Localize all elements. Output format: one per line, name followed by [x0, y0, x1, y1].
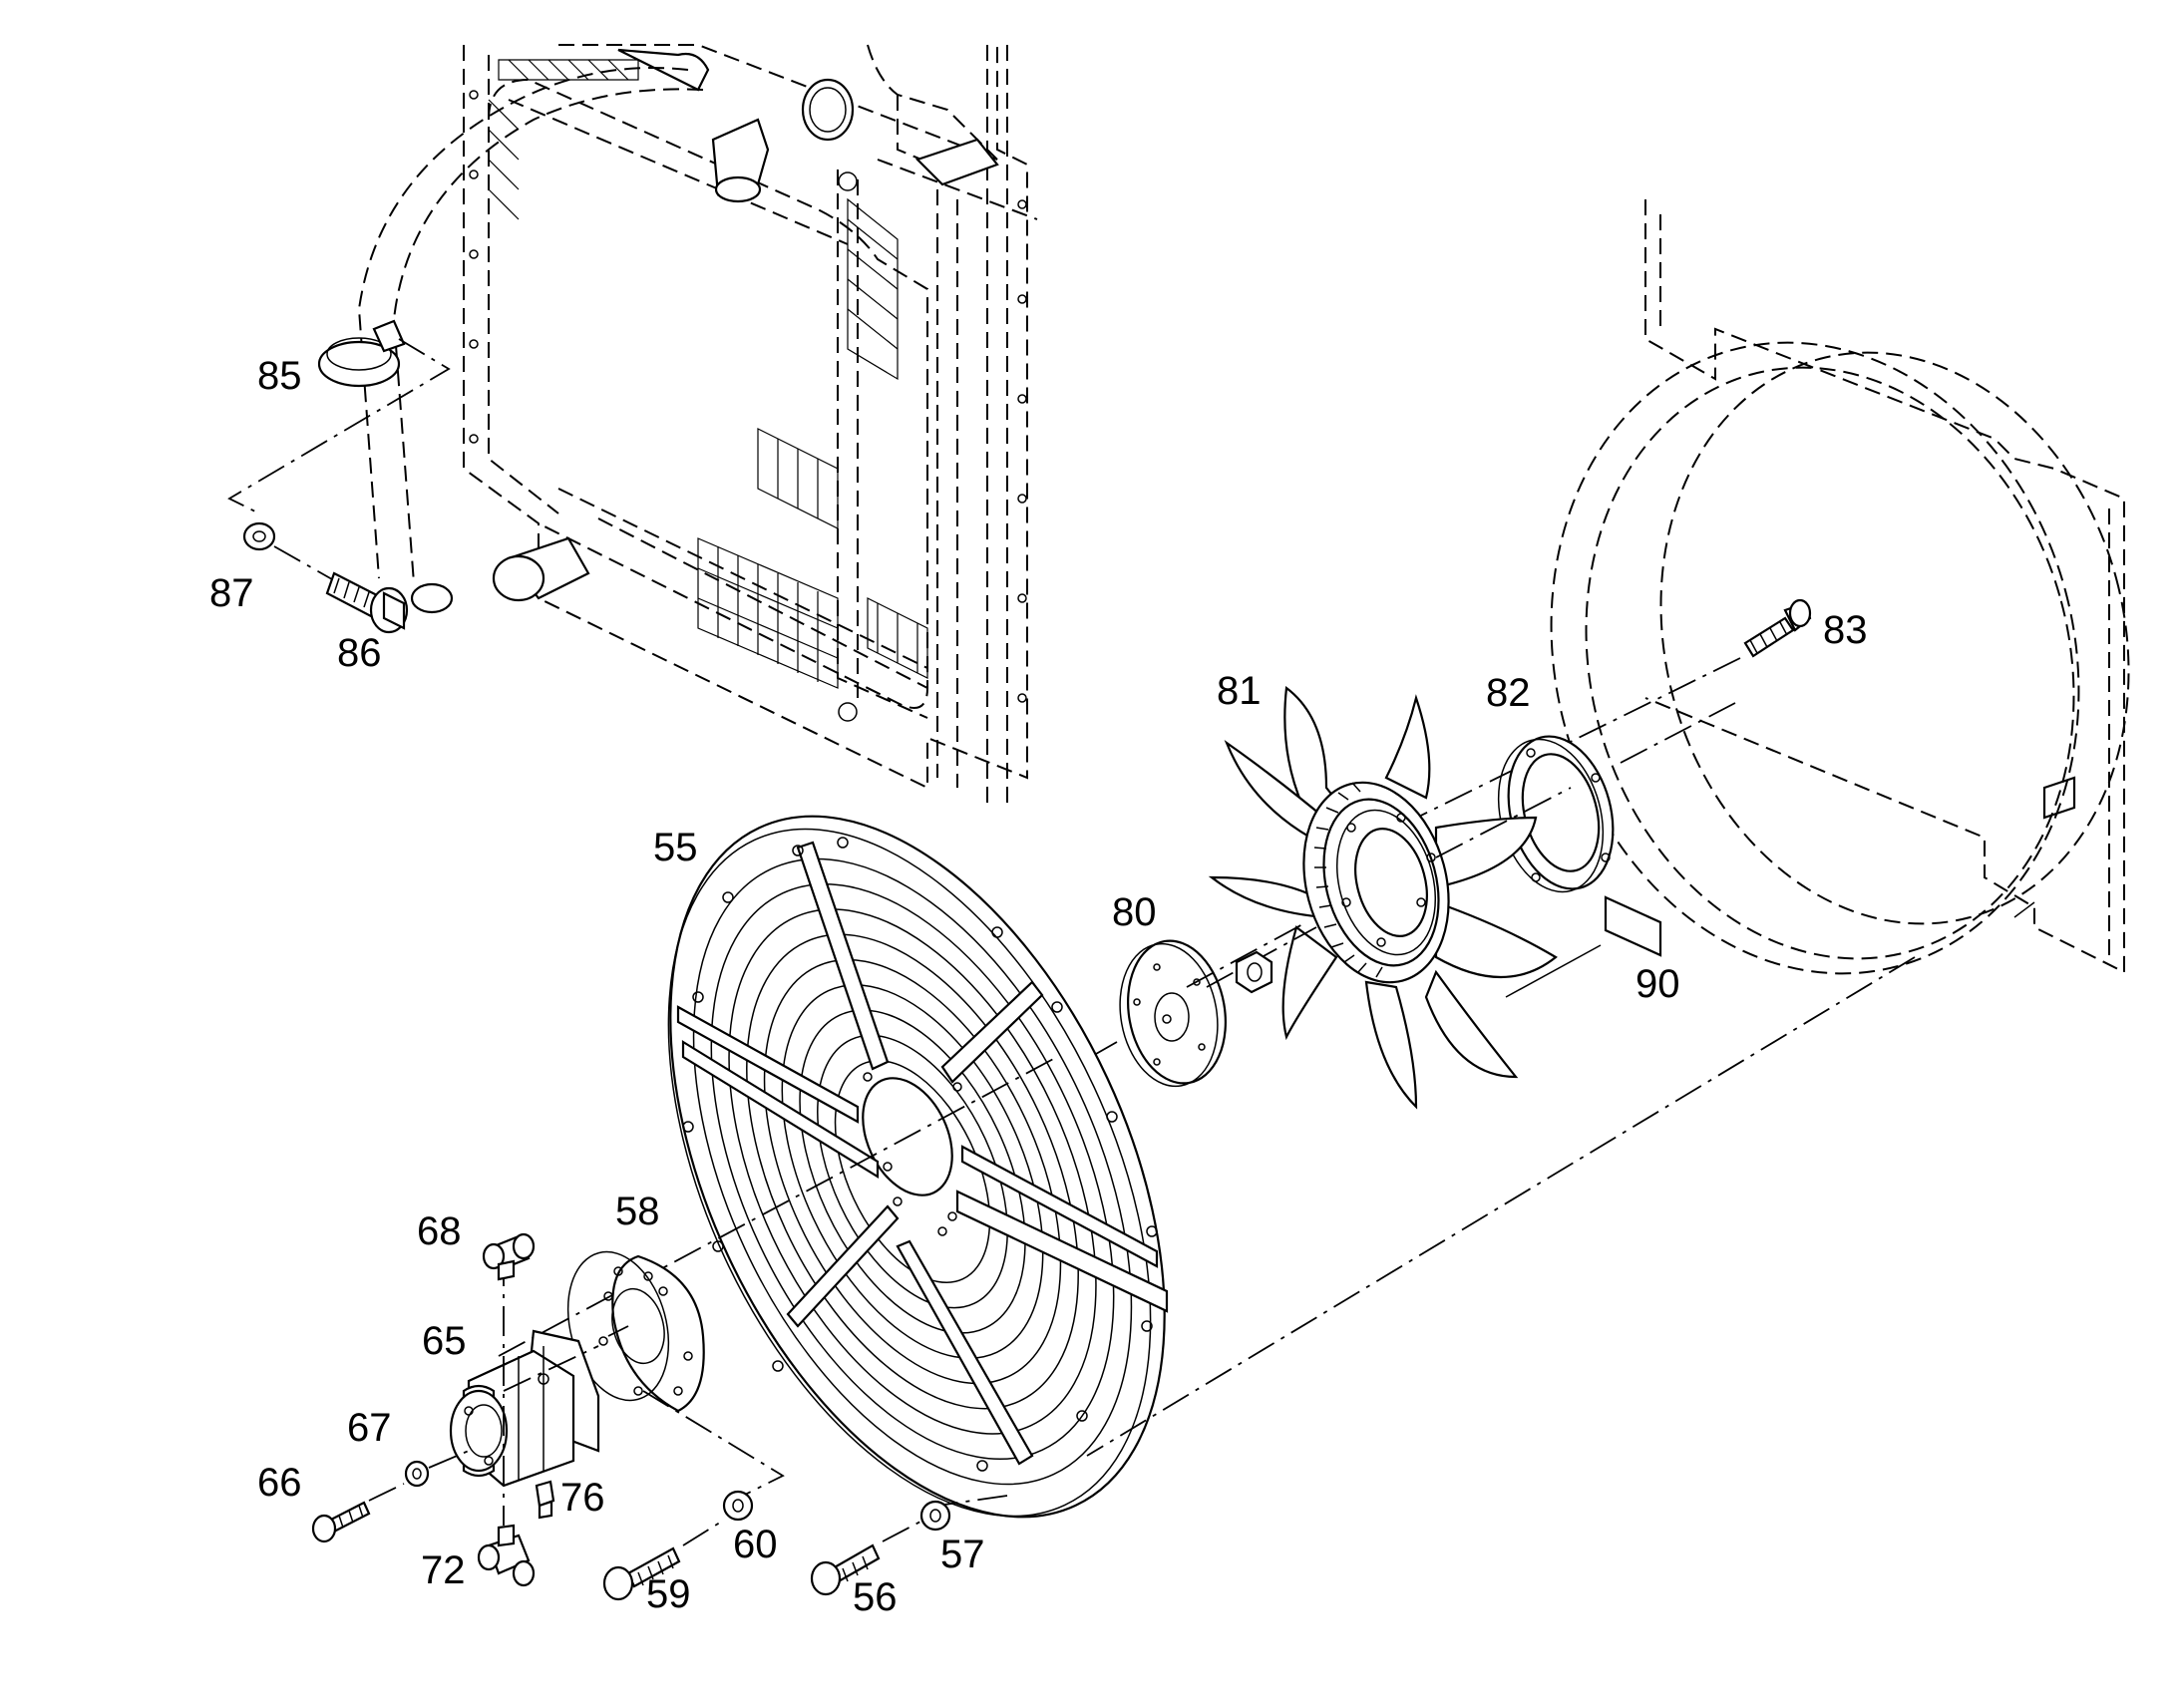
washer-87 [242, 521, 340, 584]
part-label-81: 81 [1217, 669, 1262, 713]
flange-58 [566, 1250, 785, 1502]
part-label-83: 83 [1823, 608, 1868, 652]
part-label-58: 58 [615, 1190, 660, 1233]
part-label-66: 66 [257, 1461, 302, 1505]
fitting-68 [482, 1232, 536, 1281]
part-label-57: 57 [940, 1533, 985, 1576]
part-label-67: 67 [347, 1406, 392, 1450]
part-label-59: 59 [646, 1572, 691, 1616]
screw-59 [602, 1520, 724, 1601]
part-label-86: 86 [337, 631, 382, 675]
hydraulic-motor-65 [449, 1256, 629, 1526]
hub-plate-80 [1081, 926, 1317, 1088]
spacer-ring-82 [1497, 735, 1615, 893]
part-label-55: 55 [653, 826, 698, 869]
part-label-60: 60 [733, 1523, 778, 1566]
part-label-82: 82 [1486, 671, 1531, 715]
part-labels: 85 87 86 83 81 82 55 80 90 58 68 65 67 6… [209, 354, 1868, 1619]
fitting-72 [477, 1524, 536, 1587]
part-label-72: 72 [421, 1548, 466, 1592]
washer-57 [919, 1500, 951, 1532]
screw-56 [810, 1520, 923, 1596]
part-label-56: 56 [853, 1575, 898, 1619]
part-label-65: 65 [422, 1319, 467, 1363]
bolt-83 [1375, 598, 1812, 839]
decal-90 [1505, 895, 1662, 998]
fan-shroud [1550, 199, 2130, 975]
nut [1235, 950, 1273, 994]
washer-67 [404, 1450, 470, 1488]
part-label-85: 85 [257, 354, 302, 398]
part-label-68: 68 [417, 1209, 462, 1253]
part-label-80: 80 [1112, 890, 1157, 934]
radiator-assembly [357, 44, 1038, 808]
bolt-86 [325, 571, 409, 634]
fan-81 [1208, 685, 1558, 1110]
part-label-87: 87 [209, 571, 254, 615]
washer-60 [722, 1490, 754, 1522]
screw-66 [311, 1483, 405, 1543]
fitting-76 [535, 1480, 555, 1520]
fan-guard-55 [498, 702, 1916, 1519]
part-label-90: 90 [1635, 962, 1680, 1006]
part-label-76: 76 [560, 1476, 605, 1520]
hose-clamp [227, 319, 451, 514]
